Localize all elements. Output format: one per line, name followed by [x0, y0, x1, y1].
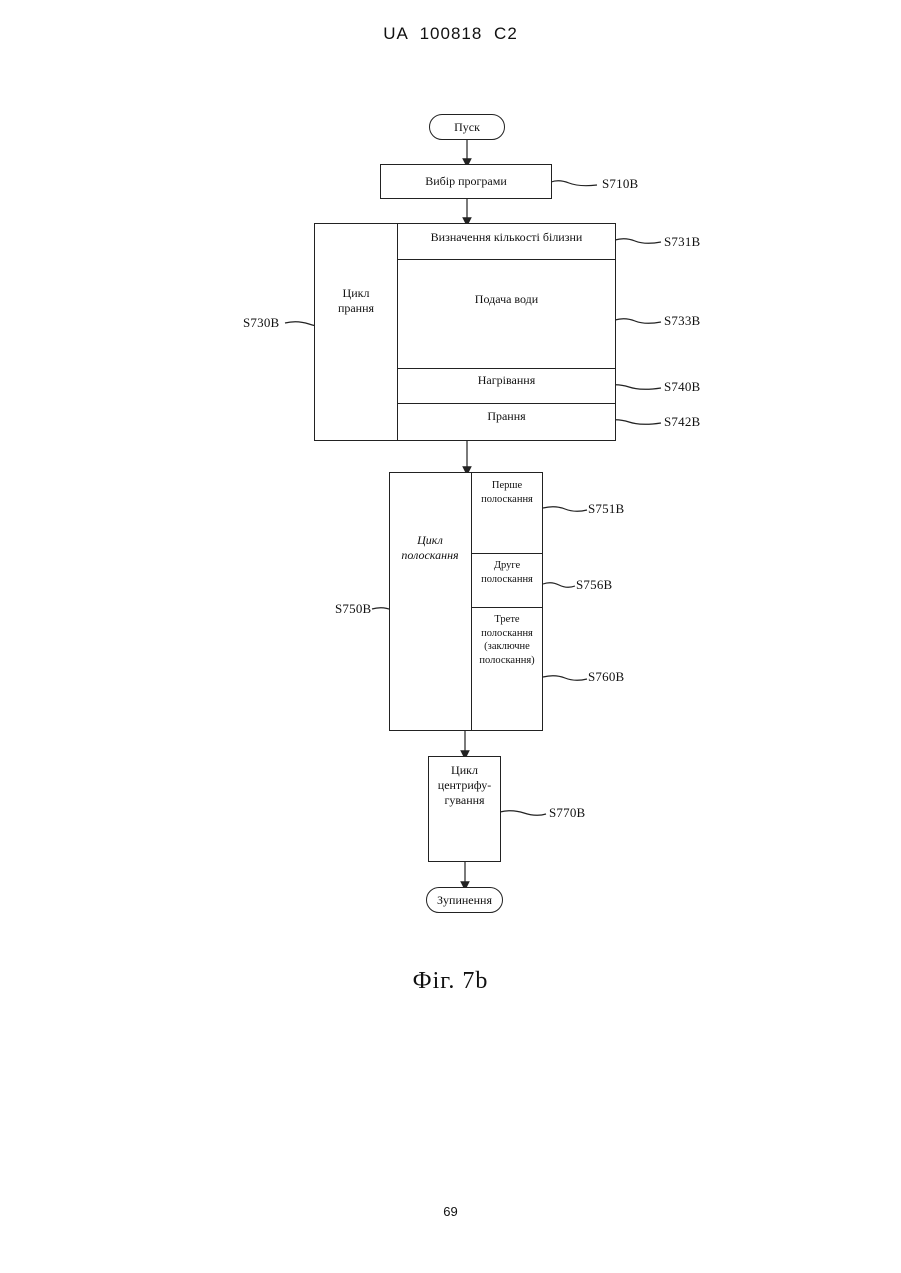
leader-s710b — [551, 181, 597, 186]
wash-step-load-detection: Визначення кількості білизни — [398, 230, 615, 245]
figure-caption: Фіг. 7b — [0, 968, 901, 995]
page-number: 69 — [0, 1204, 901, 1219]
ref-s731b: S731B — [664, 234, 700, 250]
wash-step-heating: Нагрівання — [398, 373, 615, 388]
rinse-cycle-label: Цикл полоскання — [392, 533, 468, 563]
ref-s760b: S760B — [588, 669, 624, 685]
stop-terminal: Зупинення — [426, 887, 503, 913]
wash-step-washing: Прання — [398, 409, 615, 424]
stop-label: Зупинення — [437, 893, 492, 908]
wash-step-separator-3 — [397, 403, 616, 404]
ref-s770b: S770B — [549, 805, 585, 821]
rinse-cycle-divider — [471, 472, 472, 731]
wash-step-water-supply: Подача води — [398, 292, 615, 307]
spin-cycle-label: Цикл центрифу-гування — [430, 763, 499, 808]
select-program-label: Вибір програми — [425, 174, 507, 189]
leader-s733b — [615, 319, 661, 324]
ref-s740b: S740B — [664, 379, 700, 395]
rinse-step-first: Перше полоскання — [474, 479, 540, 506]
wash-step-separator-1 — [397, 259, 616, 260]
leader-s751b — [543, 507, 587, 512]
ref-s742b: S742B — [664, 414, 700, 430]
ref-s733b: S733B — [664, 313, 700, 329]
ref-s751b: S751B — [588, 501, 624, 517]
rinse-step-separator-2 — [471, 607, 543, 608]
ref-s710b: S710B — [602, 176, 638, 192]
leader-s756b — [543, 583, 575, 588]
wash-cycle-label: Цикл прання — [330, 286, 382, 316]
rinse-cycle-box — [389, 472, 543, 731]
rinse-step-second: Друге полоскання — [474, 559, 540, 586]
start-terminal: Пуск — [429, 114, 505, 140]
leader-s760b — [543, 676, 587, 681]
start-label: Пуск — [454, 120, 480, 135]
rinse-step-third-final: Трете полоскання (заключне полоскання) — [473, 613, 541, 668]
ref-s756b: S756B — [576, 577, 612, 593]
select-program-box: Вибір програми — [380, 164, 552, 199]
rinse-step-separator-1 — [471, 553, 543, 554]
wash-step-separator-2 — [397, 368, 616, 369]
ref-s730b: S730B — [243, 315, 279, 331]
leader-s731b — [615, 239, 661, 244]
ref-s750b: S750B — [335, 601, 371, 617]
leader-s770b — [500, 811, 546, 816]
